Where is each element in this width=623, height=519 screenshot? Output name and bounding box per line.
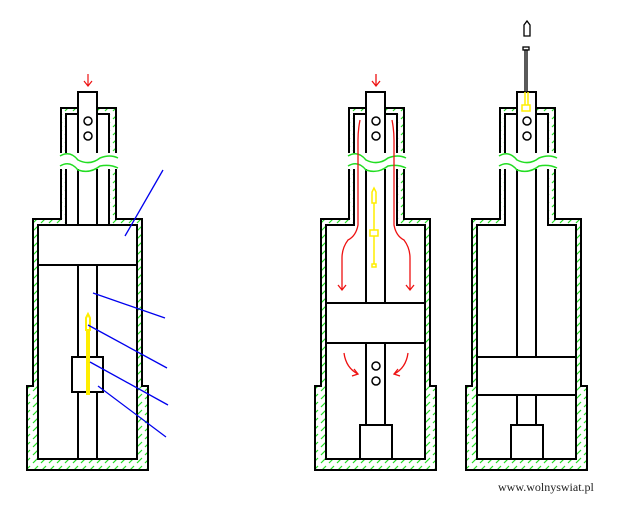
needle [522, 19, 531, 93]
rod [365, 91, 386, 460]
pin [521, 92, 531, 112]
piston [37, 224, 138, 266]
figure-stage-3 [465, 19, 588, 471]
arrow-down-icon [83, 74, 93, 87]
piston [476, 356, 577, 396]
rod [516, 91, 537, 460]
hole [83, 116, 93, 126]
pin [369, 186, 379, 268]
figure-stage-2 [314, 74, 437, 471]
valve-block [510, 424, 544, 460]
pin [85, 311, 91, 395]
piston [325, 302, 426, 344]
rod [77, 91, 98, 460]
leader-lines [87, 169, 169, 438]
figure-stage-1 [26, 74, 169, 471]
flow-arrows [337, 74, 415, 377]
valve-block [359, 424, 393, 460]
hole [83, 131, 93, 141]
watermark: www.wolnyswiat.pl [498, 480, 594, 494]
